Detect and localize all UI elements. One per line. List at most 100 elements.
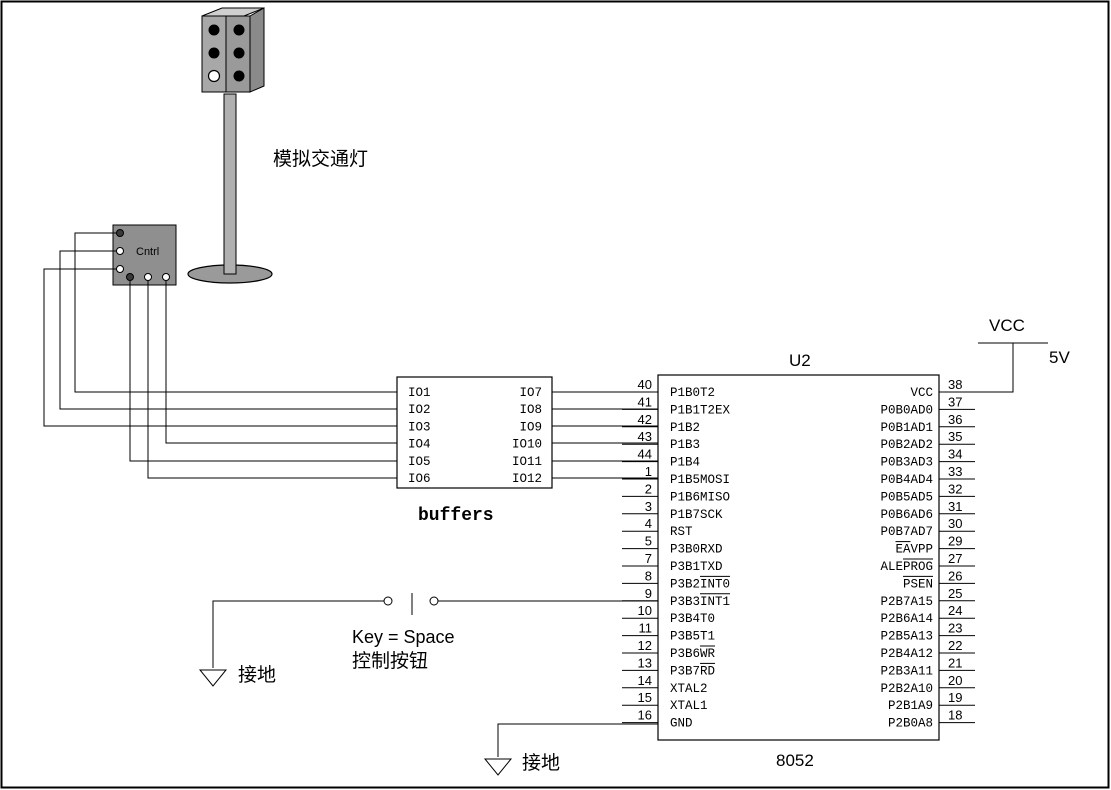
mcu-pin-name: P2B1A9 bbox=[888, 699, 933, 713]
mcu-pin-name: P2B0A8 bbox=[888, 717, 933, 731]
traffic-light-title: 模拟交通灯 bbox=[273, 148, 368, 170]
mcu-right-pins: 38VCC37P0B0AD036P0B1AD135P0B2AD234P0B3AD… bbox=[880, 377, 975, 731]
mcu-pin-name: P1B2 bbox=[670, 421, 700, 435]
buffer-pin-right: IO12 bbox=[512, 472, 542, 486]
mcu-pin-name: RST bbox=[670, 525, 693, 539]
wire-key-left bbox=[212, 600, 384, 668]
mcu-pin-number: 32 bbox=[948, 481, 962, 496]
mcu-pin-number: 13 bbox=[638, 655, 652, 670]
mcu-pin-number: 29 bbox=[948, 534, 962, 549]
mcu-pin-name: P0B1AD1 bbox=[880, 421, 933, 435]
mcu-pin-name: ALEPROG bbox=[880, 560, 933, 574]
mcu-pin-name: P2B2A10 bbox=[880, 682, 933, 696]
vcc-net bbox=[975, 342, 1048, 393]
mcu-pin-number: 43 bbox=[638, 429, 652, 444]
mcu-pin-name: P3B2INT0 bbox=[670, 577, 730, 591]
traffic-light bbox=[187, 7, 273, 284]
mcu-pin-name: P2B7A15 bbox=[880, 595, 933, 609]
mcu-pin-name: XTAL2 bbox=[670, 682, 708, 696]
mcu-pin-name: P3B3INT1 bbox=[670, 595, 730, 609]
mcu-pin-number: 23 bbox=[948, 621, 962, 636]
mcu-pin-number: 22 bbox=[948, 638, 962, 653]
wire-cntrl-io1 bbox=[74, 232, 397, 393]
key-switch bbox=[212, 593, 658, 668]
mcu-pin-number: 27 bbox=[948, 551, 962, 566]
mcu-pin-number: 7 bbox=[645, 551, 652, 566]
buffer-pin-left: IO4 bbox=[408, 438, 431, 452]
buffer-pin-right: IO10 bbox=[512, 438, 542, 452]
vcc-label: VCC bbox=[989, 316, 1025, 335]
mcu-pin-number: 20 bbox=[948, 673, 962, 688]
wire-cntrl-io2 bbox=[59, 250, 397, 410]
mcu-pin-number: 26 bbox=[948, 568, 962, 583]
ground-symbol-1 bbox=[198, 669, 228, 687]
ground-symbol-2 bbox=[483, 758, 513, 776]
mcu-pin-name: P1B3 bbox=[670, 438, 700, 452]
mcu-ref: U2 bbox=[789, 351, 811, 370]
mcu-pin-name: P1B7SCK bbox=[670, 508, 723, 522]
ground-label-2: 接地 bbox=[522, 752, 560, 774]
mcu-pin-number: 12 bbox=[638, 638, 652, 653]
mcu-pin-name: P0B4AD4 bbox=[880, 473, 933, 487]
buffer-pin-left: IO5 bbox=[408, 455, 431, 469]
mcu-pin-name: P3B1TXD bbox=[670, 560, 723, 574]
controller-wires bbox=[43, 232, 397, 479]
mcu-pin-name: EAVPP bbox=[895, 543, 933, 557]
buffer-pin-right: IO9 bbox=[519, 420, 542, 434]
wire-cntrl-io5 bbox=[129, 281, 397, 462]
mcu-pin-number: 34 bbox=[948, 447, 962, 462]
mcu-pin-number: 31 bbox=[948, 499, 962, 514]
mcu-pin-number: 44 bbox=[638, 447, 652, 462]
key-contact-left bbox=[383, 596, 393, 606]
mcu-pin-number: 16 bbox=[638, 708, 652, 723]
mcu-pin-name: P1B1T2EX bbox=[670, 403, 731, 417]
lamp-6 bbox=[233, 70, 245, 82]
mcu-pin-name: P1B6MISO bbox=[670, 490, 730, 504]
controller-label: Cntrl bbox=[136, 246, 159, 258]
mcu-pin-number: 35 bbox=[948, 429, 962, 444]
mcu-pin-number: 38 bbox=[948, 377, 962, 392]
ground-net-2 bbox=[483, 723, 658, 776]
mcu-pin-name: P2B3A11 bbox=[880, 664, 933, 678]
mcu-pin-name: P3B6WR bbox=[670, 647, 716, 661]
mcu-pin-name: P2B5A13 bbox=[880, 630, 933, 644]
mcu-pin-number: 5 bbox=[645, 534, 652, 549]
mcu-pin-number: 19 bbox=[948, 690, 962, 705]
buffers-label: buffers bbox=[418, 506, 494, 526]
mcu-pin-name: GND bbox=[670, 717, 693, 731]
buffer-pin-left: IO2 bbox=[408, 403, 431, 417]
controller-body bbox=[112, 224, 177, 286]
mcu-part: 8052 bbox=[776, 751, 814, 770]
mcu-pin-number: 37 bbox=[948, 394, 962, 409]
traffic-light-pole bbox=[223, 93, 237, 275]
mcu-pin-number: 24 bbox=[948, 603, 962, 618]
mcu-pin-name: P3B5T1 bbox=[670, 630, 715, 644]
controller-pin-3 bbox=[116, 265, 124, 273]
lamp-5 bbox=[233, 47, 245, 59]
mcu-pin-number: 21 bbox=[948, 655, 962, 670]
mcu-pin-name: P0B5AD5 bbox=[880, 490, 933, 504]
buffer-pin-right: IO8 bbox=[519, 403, 542, 417]
wire-cntrl-io6 bbox=[147, 281, 397, 479]
lamp-2 bbox=[208, 47, 220, 59]
mcu-pin-number: 2 bbox=[645, 481, 652, 496]
mcu-pin-number: 40 bbox=[638, 377, 652, 392]
buffer-pin-right: IO7 bbox=[519, 386, 542, 400]
wire-cntrl-io4 bbox=[165, 281, 397, 444]
mcu-pin-number: 25 bbox=[948, 586, 962, 601]
mcu-pin-name: XTAL1 bbox=[670, 699, 708, 713]
mcu-pin-name: P0B6AD6 bbox=[880, 508, 933, 522]
controller-pin-6 bbox=[162, 273, 170, 281]
wire-gnd-p16 bbox=[497, 723, 658, 757]
mcu-pin-name: P1B4 bbox=[670, 456, 700, 470]
mcu-pin-number: 14 bbox=[638, 673, 652, 688]
mcu-pin-number: 30 bbox=[948, 516, 962, 531]
lamp-1 bbox=[208, 24, 220, 36]
buffer-pin-left: IO6 bbox=[408, 472, 431, 486]
buffer-pin-right: IO11 bbox=[512, 455, 542, 469]
mcu-pin-name: VCC bbox=[910, 386, 933, 400]
mcu-pin-number: 3 bbox=[645, 499, 652, 514]
mcu-pin-number: 33 bbox=[948, 464, 962, 479]
